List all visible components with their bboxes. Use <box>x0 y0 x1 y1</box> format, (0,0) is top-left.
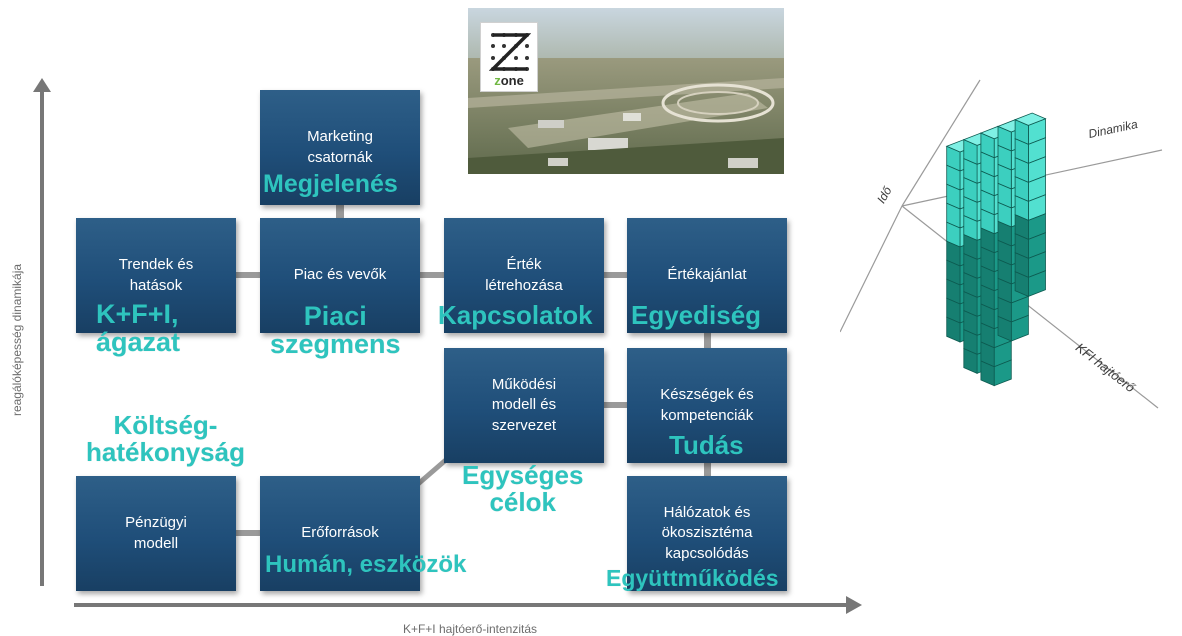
box-eroforrasok-text: Erőforrások <box>301 524 379 542</box>
zone-logo-word-rest: one <box>500 73 524 88</box>
accent-koltseg-hatekonysag: Költség- hatékonyság <box>86 410 245 468</box>
cube-side <box>1014 271 1029 298</box>
connector-marketing-piac <box>336 205 344 223</box>
zone-logo-mark-icon <box>489 33 531 71</box>
cube-figure: Dinamika Idő KFI hajtóerő <box>839 70 1170 420</box>
connector-keszsegek-halozatok <box>704 460 711 478</box>
box-ertekajanlat: Értékajánlat <box>627 218 787 333</box>
box-marketing: Marketing csatornák <box>260 90 420 205</box>
box-piac: Piac és vevők <box>260 218 420 333</box>
box-trendek-text: Trendek és hatások <box>118 256 194 294</box>
box-keszsegek: Készségek és kompetenciák <box>627 348 787 463</box>
accent-megjelenes: Megjelenés <box>263 170 398 198</box>
zone-logo: zone <box>480 22 538 92</box>
box-piac-text: Piac és vevők <box>293 266 387 284</box>
accent-egyuttmukodes: Együttműködés <box>606 565 779 591</box>
zone-logo-word-accent: z <box>494 73 501 88</box>
box-ertek: Érték létrehozása <box>444 218 604 333</box>
x-axis-arrowhead <box>846 596 862 614</box>
accent-kapcsolatok: Kapcsolatok <box>438 300 593 330</box>
x-axis-line <box>74 603 848 607</box>
y-axis-arrowhead <box>33 78 51 92</box>
box-mukodesi-text: Működési modell és szervezet <box>491 376 557 434</box>
box-keszsegek-text: Készségek és kompetenciák <box>660 386 754 424</box>
cube-side <box>980 360 995 387</box>
x-axis-label: K+F+I hajtóerő-intenzitás <box>402 622 538 636</box>
accent-piaci-szegmens: Piaci szegmens <box>270 301 401 360</box>
box-penzugyi: Pénzügyi modell <box>76 476 236 591</box>
box-ertekajanlat-text: Értékajánlat <box>667 266 747 284</box>
box-penzugyi-text: Pénzügyi modell <box>125 514 187 552</box>
zone-logo-word: zone <box>481 73 537 88</box>
connector-penzugyi-eroforrasok <box>236 530 260 536</box>
cube-side <box>997 315 1012 342</box>
accent-kff-agazat: K+F+I, ágazat <box>96 299 181 358</box>
cube-side <box>963 348 978 374</box>
connector-trendek-piac <box>236 272 260 278</box>
y-axis-label: reagálóképesség dinamikája <box>10 263 24 417</box>
connector-mukodesi-keszsegek <box>603 402 629 408</box>
accent-tudas: Tudás <box>669 430 744 460</box>
accent-egyediseg: Egyediség <box>631 300 762 330</box>
box-ertek-text: Érték létrehozása <box>485 256 563 294</box>
accent-egyseges-celok: Egységes célok <box>462 460 584 518</box>
box-marketing-text: Marketing csatornák <box>307 128 373 166</box>
accent-human-eszkozok: Humán, eszközök <box>265 551 467 578</box>
cube-side <box>946 316 961 343</box>
box-trendek: Trendek és hatások <box>76 218 236 333</box>
cube-figure-svg <box>839 79 1163 409</box>
box-eroforrasok: Erőforrások <box>260 476 420 591</box>
connector-ertekajanlat-keszsegek <box>704 328 711 350</box>
box-halozatok-text: Hálózatok és ökoszisztéma kapcsolódás <box>661 504 753 562</box>
box-mukodesi: Működési modell és szervezet <box>444 348 604 463</box>
aerial-photo-scene <box>468 8 784 174</box>
y-axis-line <box>40 88 44 586</box>
box-halozatok: Hálózatok és ökoszisztéma kapcsolódás <box>627 476 787 591</box>
aerial-photo: zone <box>468 8 784 174</box>
connector-ertek-ertekajanlat <box>603 272 629 278</box>
connector-piac-ertek <box>418 272 446 278</box>
cube-top <box>1014 112 1047 126</box>
